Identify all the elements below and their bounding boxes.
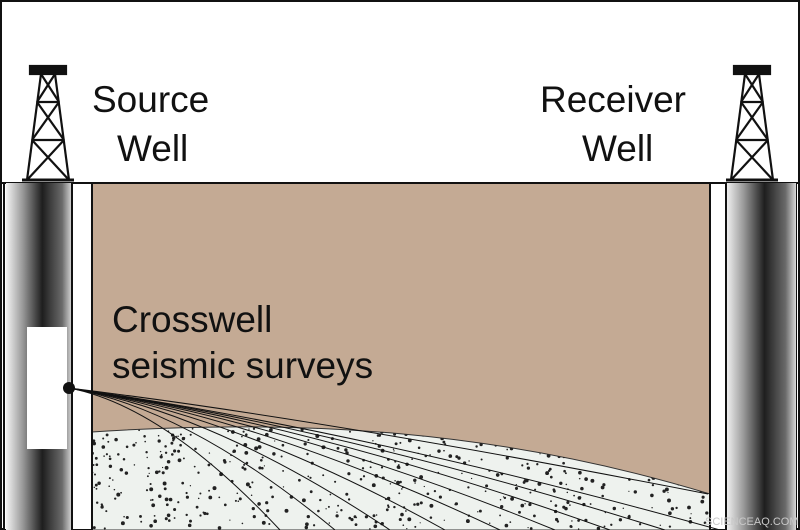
- survey-label-line1: Crosswell: [112, 299, 272, 340]
- source-well-label-line2: Well: [117, 128, 188, 169]
- survey-label-line2: seismic surveys: [112, 345, 373, 386]
- receiver-well-label-line2: Well: [582, 128, 653, 169]
- ray-path: [68, 387, 281, 530]
- ray-path: [68, 387, 336, 530]
- ray-path: [68, 387, 501, 530]
- sand-texture: [92, 426, 710, 530]
- receiver-well-label-line1: Receiver: [540, 79, 686, 120]
- ray-path: [68, 387, 391, 530]
- source-derrick-icon: [22, 64, 74, 182]
- ray-path: [68, 387, 556, 530]
- ray-path: [68, 387, 721, 530]
- source-well: [3, 182, 93, 530]
- seismic-ray-paths: [68, 387, 721, 530]
- receiver-derrick-icon: [726, 64, 778, 182]
- source-well-label-line1: Source: [92, 79, 209, 120]
- receiver-well: [709, 182, 797, 530]
- ray-path: [68, 387, 709, 495]
- ray-path: [68, 387, 446, 530]
- watermark: SCIENCEAQ.COM: [705, 516, 799, 528]
- seismic-source-point: [63, 382, 75, 394]
- source-tool: [27, 327, 67, 449]
